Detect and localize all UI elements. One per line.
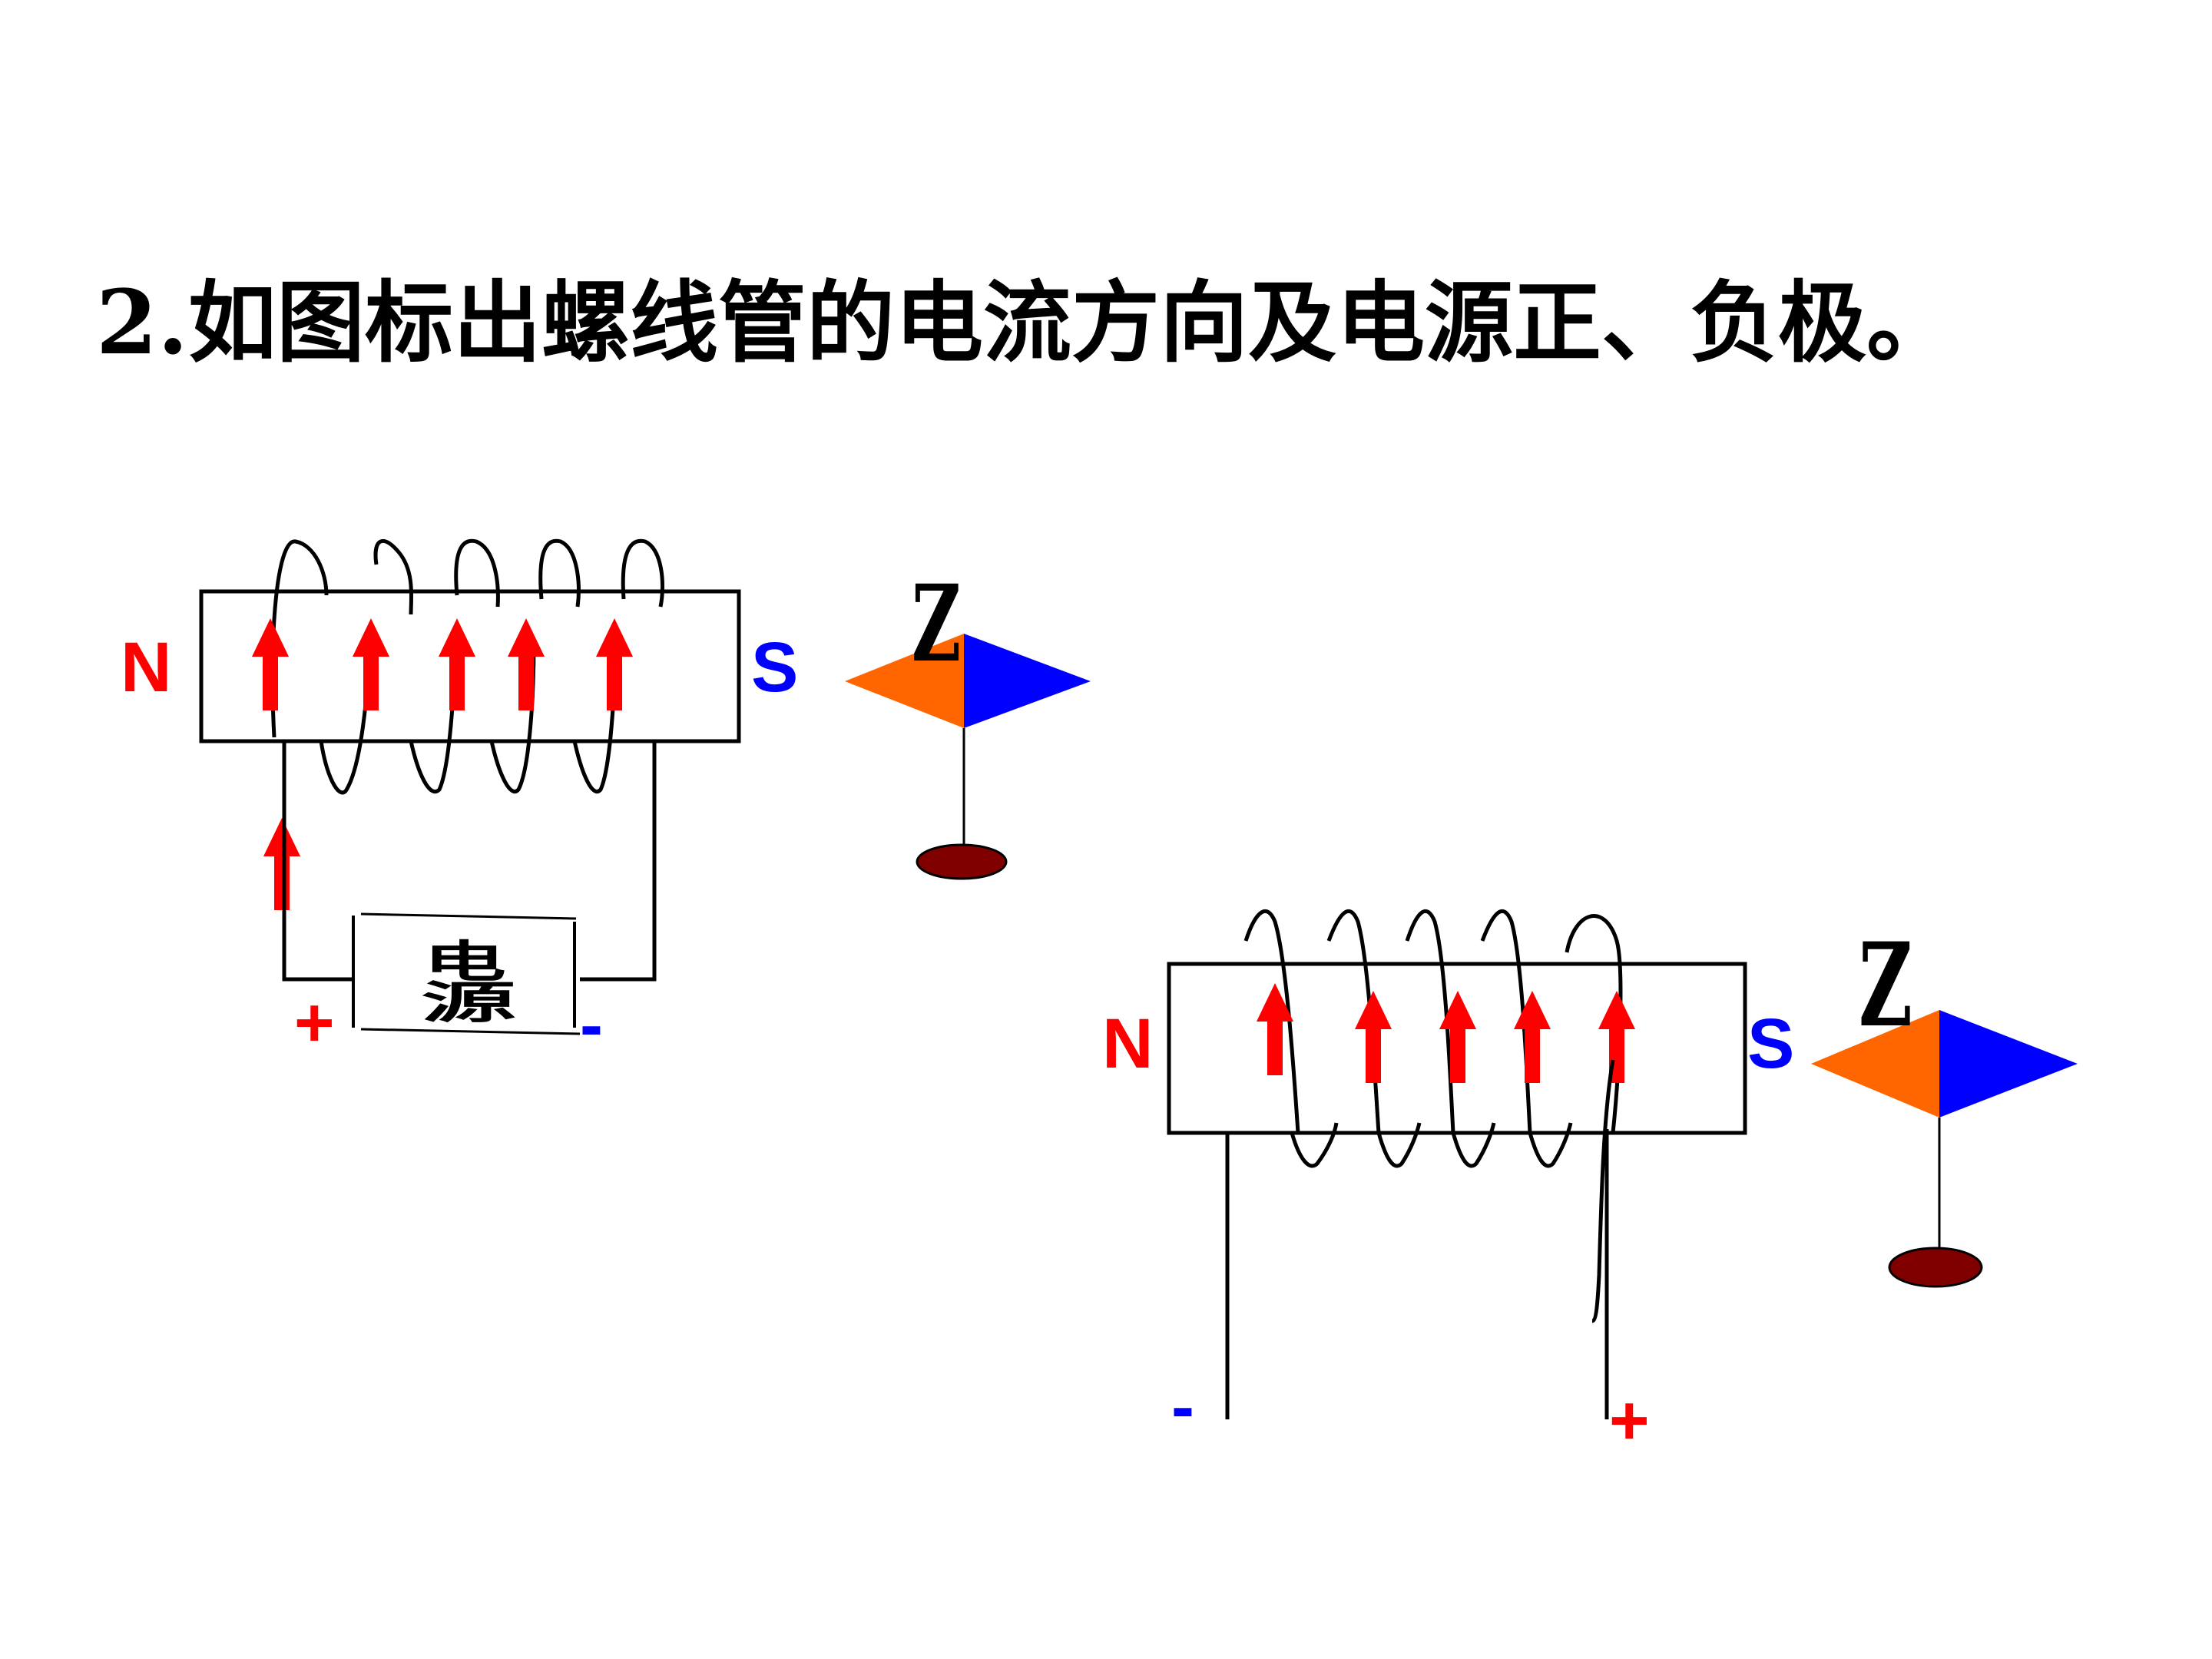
left-circuit-wires bbox=[282, 741, 657, 982]
right-south-label: S bbox=[1747, 1005, 1794, 1083]
left-compass-needle: Z bbox=[845, 563, 1091, 880]
right-leads bbox=[1225, 1059, 1615, 1419]
left-minus-sign: - bbox=[580, 987, 603, 1064]
left-needle-label: Z bbox=[912, 563, 961, 687]
right-needle-label: Z bbox=[1859, 917, 1912, 1052]
right-north-label: N bbox=[1102, 1005, 1153, 1083]
right-needle-orange-half bbox=[1811, 1010, 1939, 1118]
left-plus-sign: + bbox=[294, 985, 335, 1061]
left-solenoid-body bbox=[199, 589, 741, 743]
left-needle-base bbox=[916, 843, 1008, 880]
right-plus-sign: + bbox=[1609, 1382, 1650, 1459]
left-north-label: N bbox=[121, 628, 171, 707]
left-wire-arrow bbox=[263, 818, 300, 910]
page-title: 2.如图标出螺线管的电流方向及电源正、负极。 bbox=[96, 271, 1955, 375]
right-needle-blue-half bbox=[1939, 1010, 2078, 1118]
power-source-label-2: 源 bbox=[421, 976, 516, 1028]
left-needle-blue-half bbox=[964, 634, 1091, 728]
diagram-left: 电 源 N S + - Z bbox=[121, 538, 1091, 1064]
power-source: 电 源 bbox=[352, 912, 581, 1035]
power-source-label-1: 电 bbox=[423, 936, 506, 988]
right-compass-needle: Z bbox=[1811, 917, 2078, 1288]
diagram-right: N S - + Z bbox=[1102, 909, 2078, 1459]
right-needle-base bbox=[1888, 1247, 1983, 1288]
left-south-label: S bbox=[751, 628, 798, 707]
power-source-box bbox=[353, 914, 576, 1029]
right-minus-sign: - bbox=[1171, 1369, 1194, 1445]
left-needle-orange-half bbox=[845, 634, 964, 728]
